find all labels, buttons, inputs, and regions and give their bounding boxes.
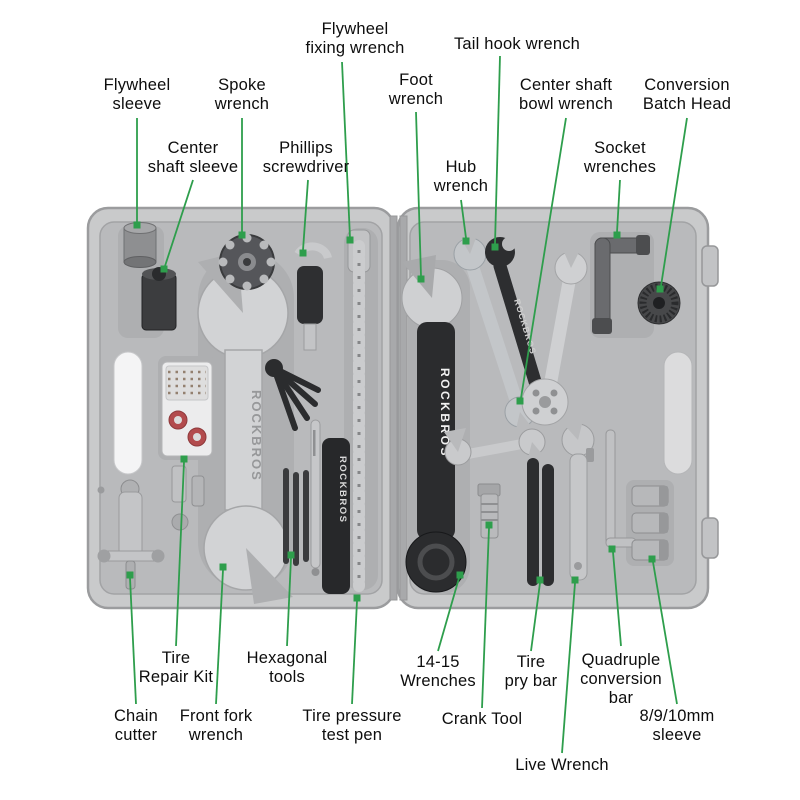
leader-chain-cutter	[126, 571, 137, 705]
crank-tool	[477, 483, 501, 539]
label-spoke-wrench: Spoke wrench	[214, 76, 270, 114]
socket-wrench-tool	[592, 235, 650, 334]
label-live-wrench: Live Wrench	[515, 756, 609, 774]
chain-whip-handle: ROCKBROS	[322, 438, 350, 594]
case-latch-top	[701, 245, 719, 287]
leader-tire-repair-kit	[175, 455, 188, 647]
leader-tire-pressure-pen	[351, 594, 361, 705]
leader-socket-wrenches	[613, 179, 621, 239]
label-chain-cutter: Chain cutter	[113, 707, 159, 745]
label-foot-wrench: Foot wrench	[388, 71, 444, 109]
handle-brand-text: ROCKBROS	[337, 456, 348, 523]
label-front-fork-wrench: Front fork wrench	[179, 707, 253, 745]
leader-crank-tool	[481, 521, 493, 709]
label-8-9-10-sleeve: 8/9/10mm sleeve	[639, 707, 715, 745]
leader-14-15-wrenches	[437, 571, 464, 652]
hexagonal-tools-fan	[265, 359, 321, 431]
flywheel-sleeve-tool	[123, 222, 157, 268]
label-flywheel-sleeve: Flywheel sleeve	[103, 76, 171, 114]
case-latch-bottom	[701, 517, 719, 559]
leader-bowl-wrench	[516, 117, 567, 405]
label-14-15-wrenches: 14-15 Wrenches	[400, 653, 476, 691]
label-quadruple-conversion-bar: Quadruple conversion bar	[580, 651, 662, 708]
label-phillips-screwdriver: Phillips screwdriver	[262, 139, 350, 177]
left-grip-slot	[113, 351, 143, 475]
label-tail-hook-wrench: Tail hook wrench	[453, 35, 581, 53]
bowl-wrench-tool	[521, 242, 588, 426]
label-tire-pry-bar: Tire pry bar	[504, 653, 558, 691]
hex-keys	[283, 468, 309, 566]
leader-hexagonal-tools	[286, 551, 295, 647]
spoke-wrench-tool	[218, 233, 276, 291]
quadruple-conversion-bar-tool	[605, 429, 637, 548]
label-hub-wrench: Hub wrench	[433, 158, 489, 196]
wrench-brand-text: ROCKBROS	[249, 390, 264, 482]
leader-flywheel-fixing-wrench	[341, 61, 354, 244]
leader-spoke-wrench	[238, 118, 246, 239]
leader-live-wrench	[561, 576, 579, 754]
leader-foot-wrench	[415, 111, 425, 283]
label-crank-tool: Crank Tool	[441, 710, 523, 728]
label-tire-pressure-test-pen: Tire pressure test pen	[302, 707, 402, 745]
conversion-batch-head-tool	[637, 281, 681, 325]
label-center-shaft-bowl-wrench: Center shaft bowl wrench	[519, 76, 613, 114]
tire-pry-bars	[527, 458, 554, 586]
leader-hub-wrench	[460, 199, 470, 245]
leader-quadruple-conversion-bar	[608, 545, 622, 647]
label-tire-repair-kit: Tire Repair Kit	[138, 649, 214, 687]
tire-repair-kit-box	[161, 361, 213, 457]
live-wrench-tool	[560, 416, 595, 581]
leader-flywheel-sleeve	[133, 118, 141, 229]
tire-pressure-pen-tool	[310, 419, 321, 576]
leader-phillips-screwdriver	[299, 179, 309, 257]
small-bits	[171, 465, 205, 531]
center-shaft-sleeve-tool	[141, 267, 177, 331]
leader-tire-pry-bar	[530, 576, 544, 652]
leader-lines	[126, 55, 688, 754]
sleeve-set-tool	[631, 485, 669, 561]
label-flywheel-fixing-wrench: Flywheel fixing wrench	[305, 20, 405, 58]
label-conversion-batch-head: Conversion Batch Head	[642, 76, 732, 114]
leader-8-9-10-sleeve	[648, 555, 678, 705]
label-center-shaft-sleeve: Center shaft sleeve	[147, 139, 239, 177]
leader-front-fork-wrench	[215, 563, 227, 705]
leader-center-shaft-sleeve	[160, 179, 194, 273]
label-socket-wrenches: Socket wrenches	[583, 139, 657, 177]
leader-conversion-batch-head	[656, 117, 688, 293]
right-grip-slot	[663, 351, 693, 475]
leader-tail-hook-wrench	[491, 55, 501, 251]
chain-cutter-tool	[97, 479, 165, 590]
label-hexagonal-tools: Hexagonal tools	[246, 649, 328, 687]
case-hinge	[389, 215, 398, 601]
